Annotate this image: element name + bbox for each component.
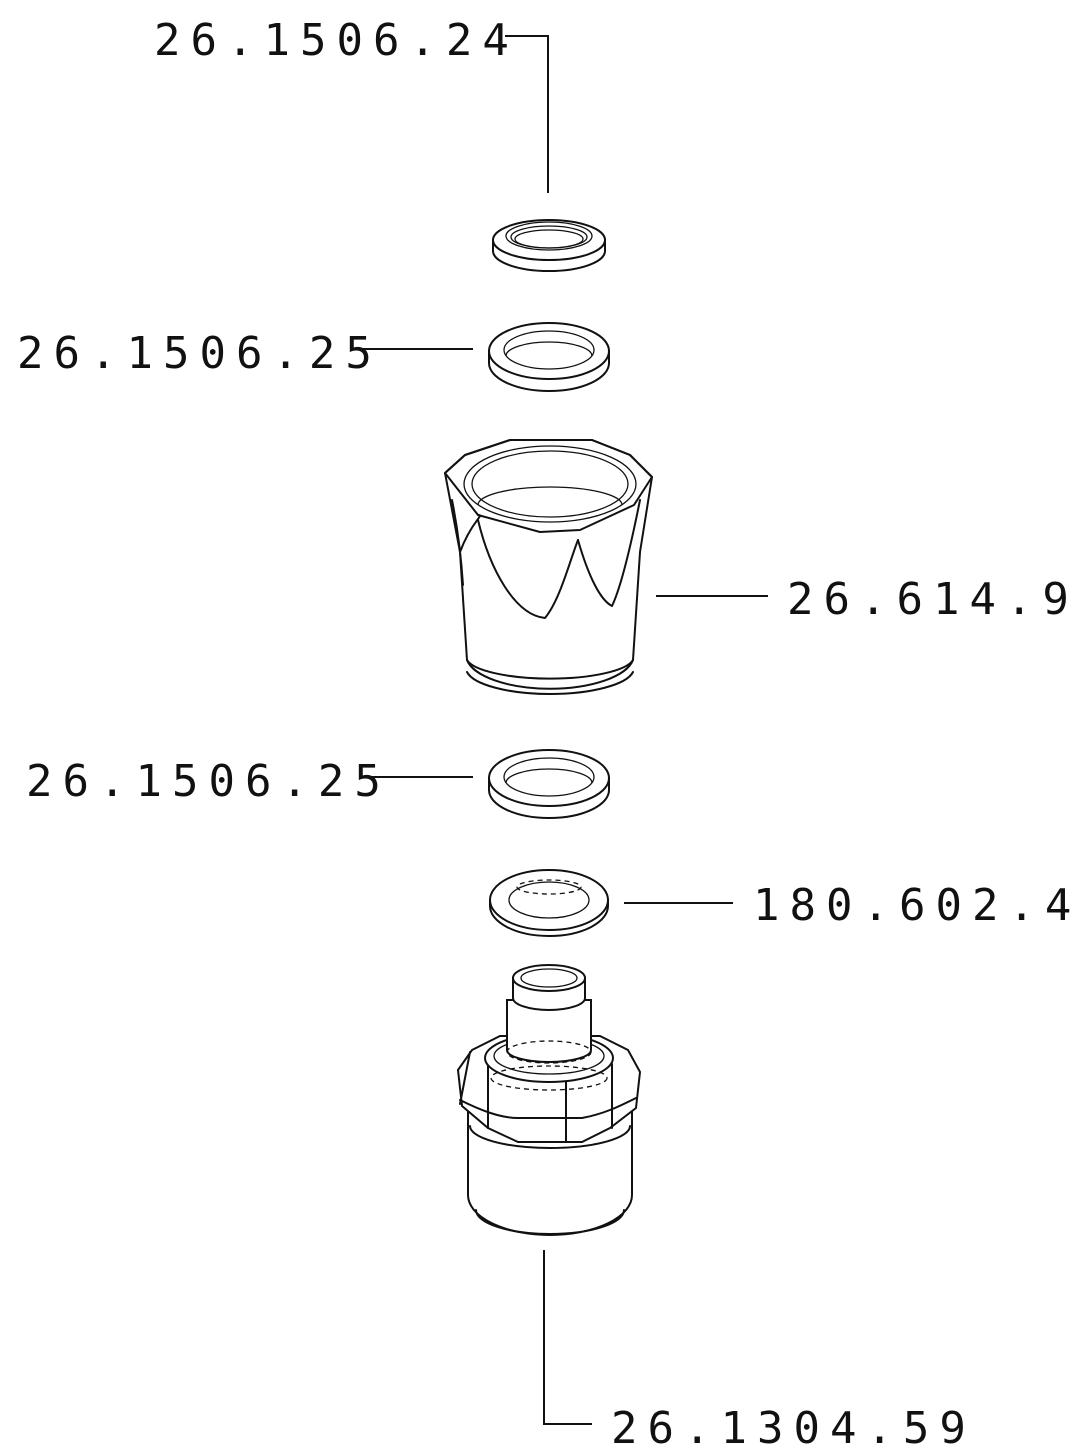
label-hex-nut: 26.614.9	[787, 574, 1079, 625]
label-connector-body: 26.1304.59	[611, 1403, 976, 1449]
leader-connector-body	[543, 1250, 592, 1425]
label-o-ring: 180.602.44	[753, 880, 1081, 931]
hex-nut-part	[443, 439, 654, 695]
label-seal-top: 26.1506.24	[154, 15, 519, 66]
connector-body-part	[456, 964, 642, 1236]
leader-seal-top	[505, 35, 549, 193]
seal-top-part	[492, 219, 606, 272]
washer-lower-part	[488, 749, 610, 819]
washer-upper-part	[488, 322, 610, 392]
o-ring-part	[489, 869, 609, 937]
label-washer-lower: 26.1506.25	[26, 756, 391, 807]
label-washer-upper: 26.1506.25	[17, 328, 382, 379]
